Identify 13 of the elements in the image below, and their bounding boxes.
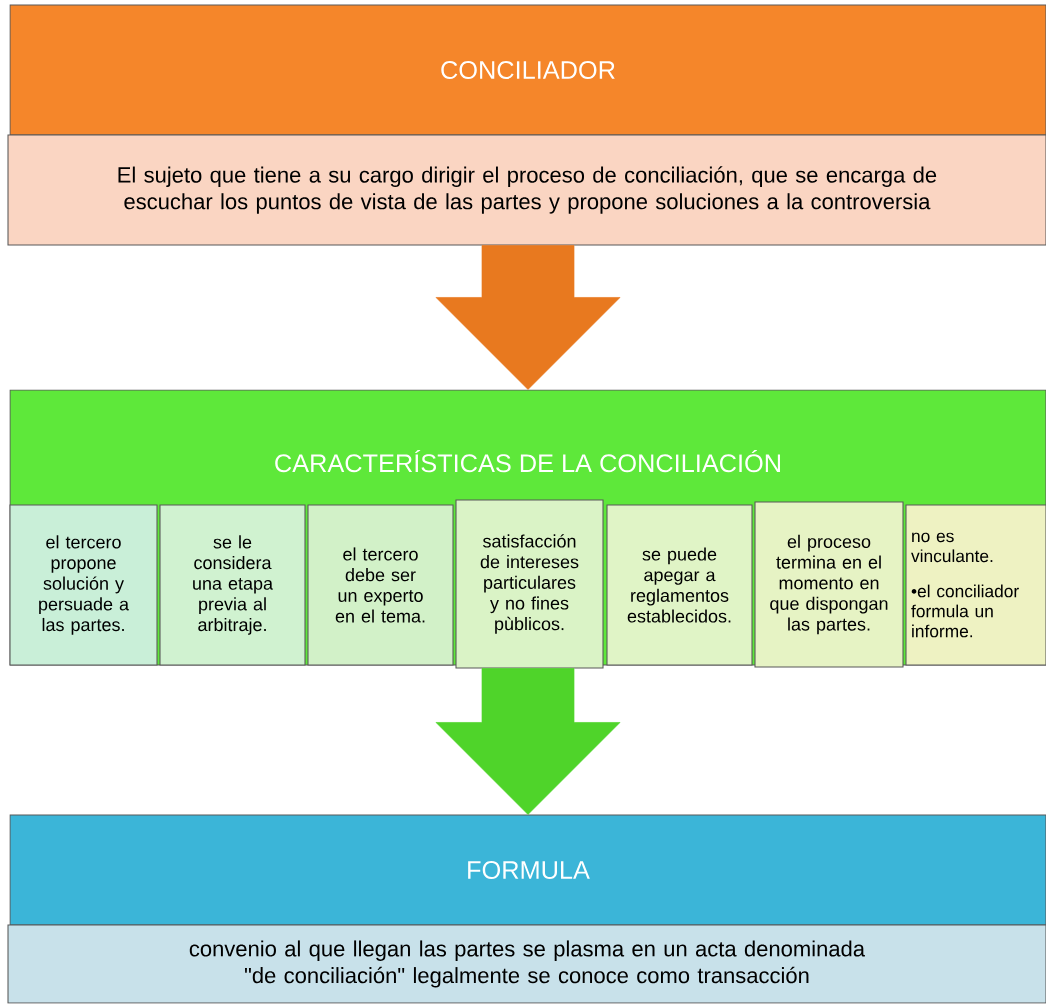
- feature-box: no es vinculante. •el conciliador formula un informe.: [905, 504, 1046, 666]
- feature-box: el tercero debe ser un experto en el tema.: [307, 504, 454, 666]
- feature-box: se le considera una etapa previa al arbitraje.: [159, 504, 306, 666]
- header-band: CONCILIADOR: [9, 4, 1046, 136]
- description-box: convenio al que llegan las partes se plasma en un acta denominada "de conciliación" legalmente se conoce como transacción: [7, 924, 1046, 1004]
- feature-box: satisfacción de intereses particulares y no fines pùblicos.: [455, 499, 604, 669]
- feature-box: se puede apegar a reglamentos establecidos.: [606, 504, 753, 666]
- block-arrow: [435, 245, 621, 390]
- block-arrow: [435, 668, 621, 815]
- description-box: El sujeto que tiene a su cargo dirigir el proceso de conciliación, que se encarga de escuchar los puntos de vista de las partes y propone soluciones a la controversia: [7, 134, 1046, 246]
- feature-box: el proceso termina en el momento en que dispongan las partes.: [754, 501, 904, 668]
- feature-box: el tercero propone solución y persuade a las partes.: [9, 504, 158, 666]
- header-band: FORMULA: [9, 814, 1046, 926]
